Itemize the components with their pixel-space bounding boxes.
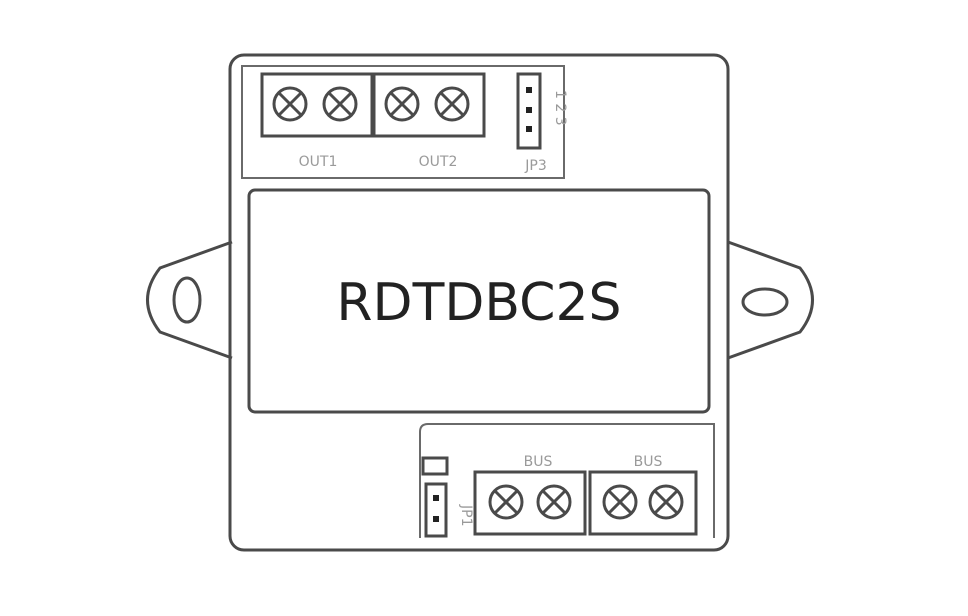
out2-label: OUT2 (419, 154, 458, 170)
terminal-screw-icon (536, 484, 572, 520)
bus1-label: BUS (524, 454, 553, 470)
bus2-terminal-block (588, 470, 698, 536)
device-body (228, 53, 730, 552)
top-connector-panel (241, 65, 565, 179)
terminal-screw-icon (272, 86, 308, 122)
right-mounting-ear (727, 240, 814, 360)
terminal-screw-icon (384, 86, 420, 122)
out1-terminal-block (260, 72, 374, 138)
right-mount-hole (741, 287, 789, 317)
terminal-screw-icon (434, 86, 470, 122)
bottom-connector-panel (419, 423, 715, 538)
jp3-pin-numbers: 1 2 3 (552, 90, 568, 126)
terminal-screw-icon (488, 484, 524, 520)
left-mounting-ear (146, 240, 233, 360)
bus1-terminal-block (473, 470, 587, 536)
terminal-screw-icon (648, 484, 684, 520)
jp1-jumper (424, 482, 448, 538)
terminal-screw-icon (602, 484, 638, 520)
out1-label: OUT1 (299, 154, 338, 170)
model-name: RDTDBC2S (336, 273, 621, 333)
status-led (421, 456, 449, 476)
model-label-window (247, 188, 711, 414)
out2-terminal-block (372, 72, 486, 138)
jp1-label: JP1 (458, 504, 474, 526)
jp3-jumper (516, 72, 542, 150)
jp3-label: JP3 (524, 158, 546, 174)
bus2-label: BUS (634, 454, 663, 470)
left-mount-hole (172, 276, 202, 324)
terminal-screw-icon (322, 86, 358, 122)
